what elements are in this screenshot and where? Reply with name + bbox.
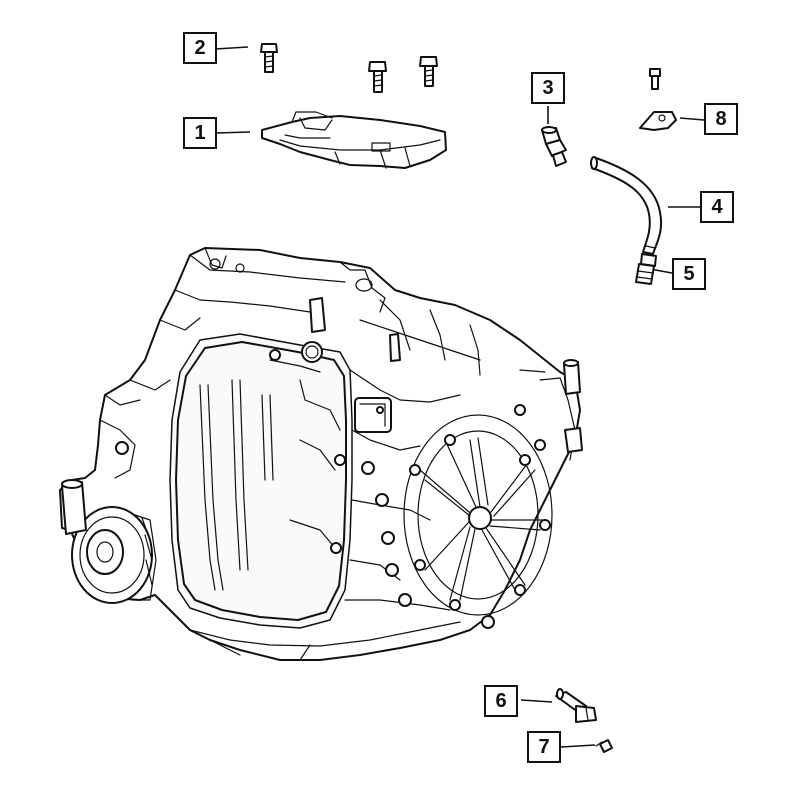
control-module-part-1 bbox=[261, 111, 447, 169]
leader-lines bbox=[214, 46, 705, 748]
callout-2[interactable]: 2 bbox=[183, 32, 217, 64]
callout-8[interactable]: 8 bbox=[704, 103, 738, 135]
callout-5[interactable]: 5 bbox=[672, 258, 706, 290]
callout-6[interactable]: 6 bbox=[484, 685, 518, 717]
bolt-cover-right bbox=[419, 56, 438, 87]
bracket-part-8 bbox=[639, 111, 677, 131]
bolt-cover-left bbox=[368, 61, 387, 93]
hose-part-4 bbox=[590, 156, 663, 255]
fitting-part-5 bbox=[635, 253, 657, 285]
sensor-part-3 bbox=[541, 126, 567, 167]
callout-4[interactable]: 4 bbox=[700, 191, 734, 223]
differential-cover bbox=[403, 414, 553, 616]
callout-7[interactable]: 7 bbox=[527, 731, 561, 763]
bolt-bracket bbox=[649, 68, 661, 90]
bolt-part-2 bbox=[260, 43, 278, 73]
screw-part-7 bbox=[595, 739, 613, 753]
callout-3[interactable]: 3 bbox=[531, 72, 565, 104]
transaxle-assembly bbox=[59, 247, 583, 661]
sensor-part-6 bbox=[555, 688, 597, 723]
callout-1[interactable]: 1 bbox=[183, 117, 217, 149]
input-pulley bbox=[71, 506, 157, 604]
